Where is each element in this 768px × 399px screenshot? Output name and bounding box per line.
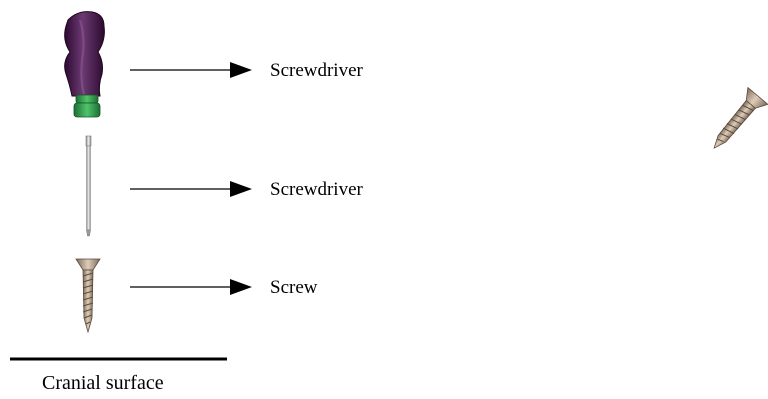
caption-cranial-surface: Cranial surface bbox=[42, 372, 164, 394]
screwdriver-shaft-illustration bbox=[85, 135, 92, 237]
tilted-screw-illustration bbox=[713, 86, 768, 149]
arrow-shaft bbox=[130, 181, 252, 197]
label-screw: Screw bbox=[270, 277, 318, 298]
arrow-handle bbox=[130, 62, 252, 78]
label-screwdriver-shaft: Screwdriver bbox=[270, 179, 363, 200]
label-screwdriver-handle: Screwdriver bbox=[270, 60, 363, 81]
arrow-screw bbox=[130, 279, 252, 295]
screw-illustration bbox=[75, 258, 101, 334]
screwdriver-handle-illustration bbox=[64, 11, 105, 118]
